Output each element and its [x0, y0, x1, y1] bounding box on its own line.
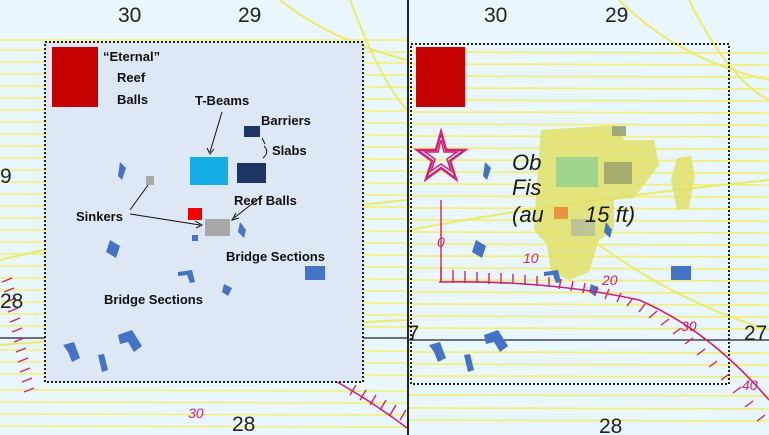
bridge-sections-label-2: Bridge Sections — [104, 292, 203, 307]
faded-barriers — [612, 126, 626, 136]
grid-label-28-right: 28 — [599, 415, 623, 435]
sinker-large — [205, 219, 230, 236]
reef-balls-label: Reef Balls — [234, 193, 297, 208]
grid-label-28-bottom: 28 — [232, 413, 256, 435]
label-arrows — [129, 111, 268, 229]
range-label-30: 30 — [681, 318, 697, 334]
range-ticks — [1, 277, 407, 421]
star-icon — [413, 127, 469, 183]
eternal-reef-balls-area — [52, 47, 98, 107]
range-label-20: 20 — [602, 272, 618, 288]
tbeams-area — [190, 157, 228, 185]
faded-tbeams — [556, 157, 598, 187]
bridge-section-pieces-right — [429, 162, 691, 372]
bridge-sections-label-1: Bridge Sections — [226, 249, 325, 264]
reef-site-box-right — [410, 43, 730, 385]
eternal-label-line3: Balls — [117, 92, 149, 107]
faded-reef-balls — [554, 207, 568, 219]
panel-divider — [407, 0, 409, 435]
spoil-area-small — [671, 156, 695, 210]
range-label-0: 0 — [437, 234, 445, 250]
right-map-panel: 30 29 27 27 2 28 Ob Fis (au 15 ft) 0 10 … — [409, 0, 769, 435]
range-ticks-right — [440, 268, 766, 422]
eternal-label-line1: “Eternal” — [103, 49, 161, 64]
grid-label-29: 29 — [238, 4, 262, 27]
grid-label-28-left: 28 — [0, 290, 24, 313]
obstruction-text-1: Ob — [512, 150, 542, 175]
tbeams-label: T-Beams — [195, 93, 250, 108]
grid-label-29-left: 9 — [0, 165, 12, 188]
sounding-lines-right — [409, 51, 769, 422]
range-label-10: 10 — [523, 250, 539, 266]
grid-label-30: 30 — [118, 4, 142, 27]
sinker-small — [146, 176, 154, 185]
range-label-40: 40 — [742, 377, 758, 393]
range-label-30: 30 — [188, 405, 204, 421]
reef-balls-area — [188, 208, 202, 220]
slabs-area — [237, 163, 266, 183]
right-chart-graphics — [409, 0, 769, 422]
sinkers-label: Sinkers — [76, 209, 123, 224]
barriers-label: Barriers — [261, 113, 311, 128]
obstruction-text-3: (au — [512, 202, 544, 227]
eternal-label-line2: Reef — [117, 70, 146, 85]
left-chart-graphics — [0, 0, 407, 429]
range-arc — [329, 377, 407, 429]
star-icon-inner — [422, 139, 460, 173]
slabs-label: Slabs — [272, 143, 307, 158]
faded-sinker — [571, 219, 595, 236]
eternal-reef-balls-area-right — [416, 47, 465, 107]
grid-label-30-right: 30 — [484, 4, 508, 27]
bridge-section-pieces — [63, 162, 325, 372]
grid-label-27-right: 27 — [744, 322, 768, 345]
left-map-panel: 30 29 9 28 30 28 “Eternal” Reef Balls T-… — [0, 0, 407, 435]
grid-label-29-right: 29 — [605, 4, 629, 27]
grid-label-27-left: 27 — [409, 322, 420, 345]
barriers-area — [244, 126, 260, 137]
faded-slabs — [604, 162, 632, 184]
obstruction-text-2: Fis — [512, 175, 542, 200]
obstruction-text-4: 15 ft) — [585, 202, 636, 227]
